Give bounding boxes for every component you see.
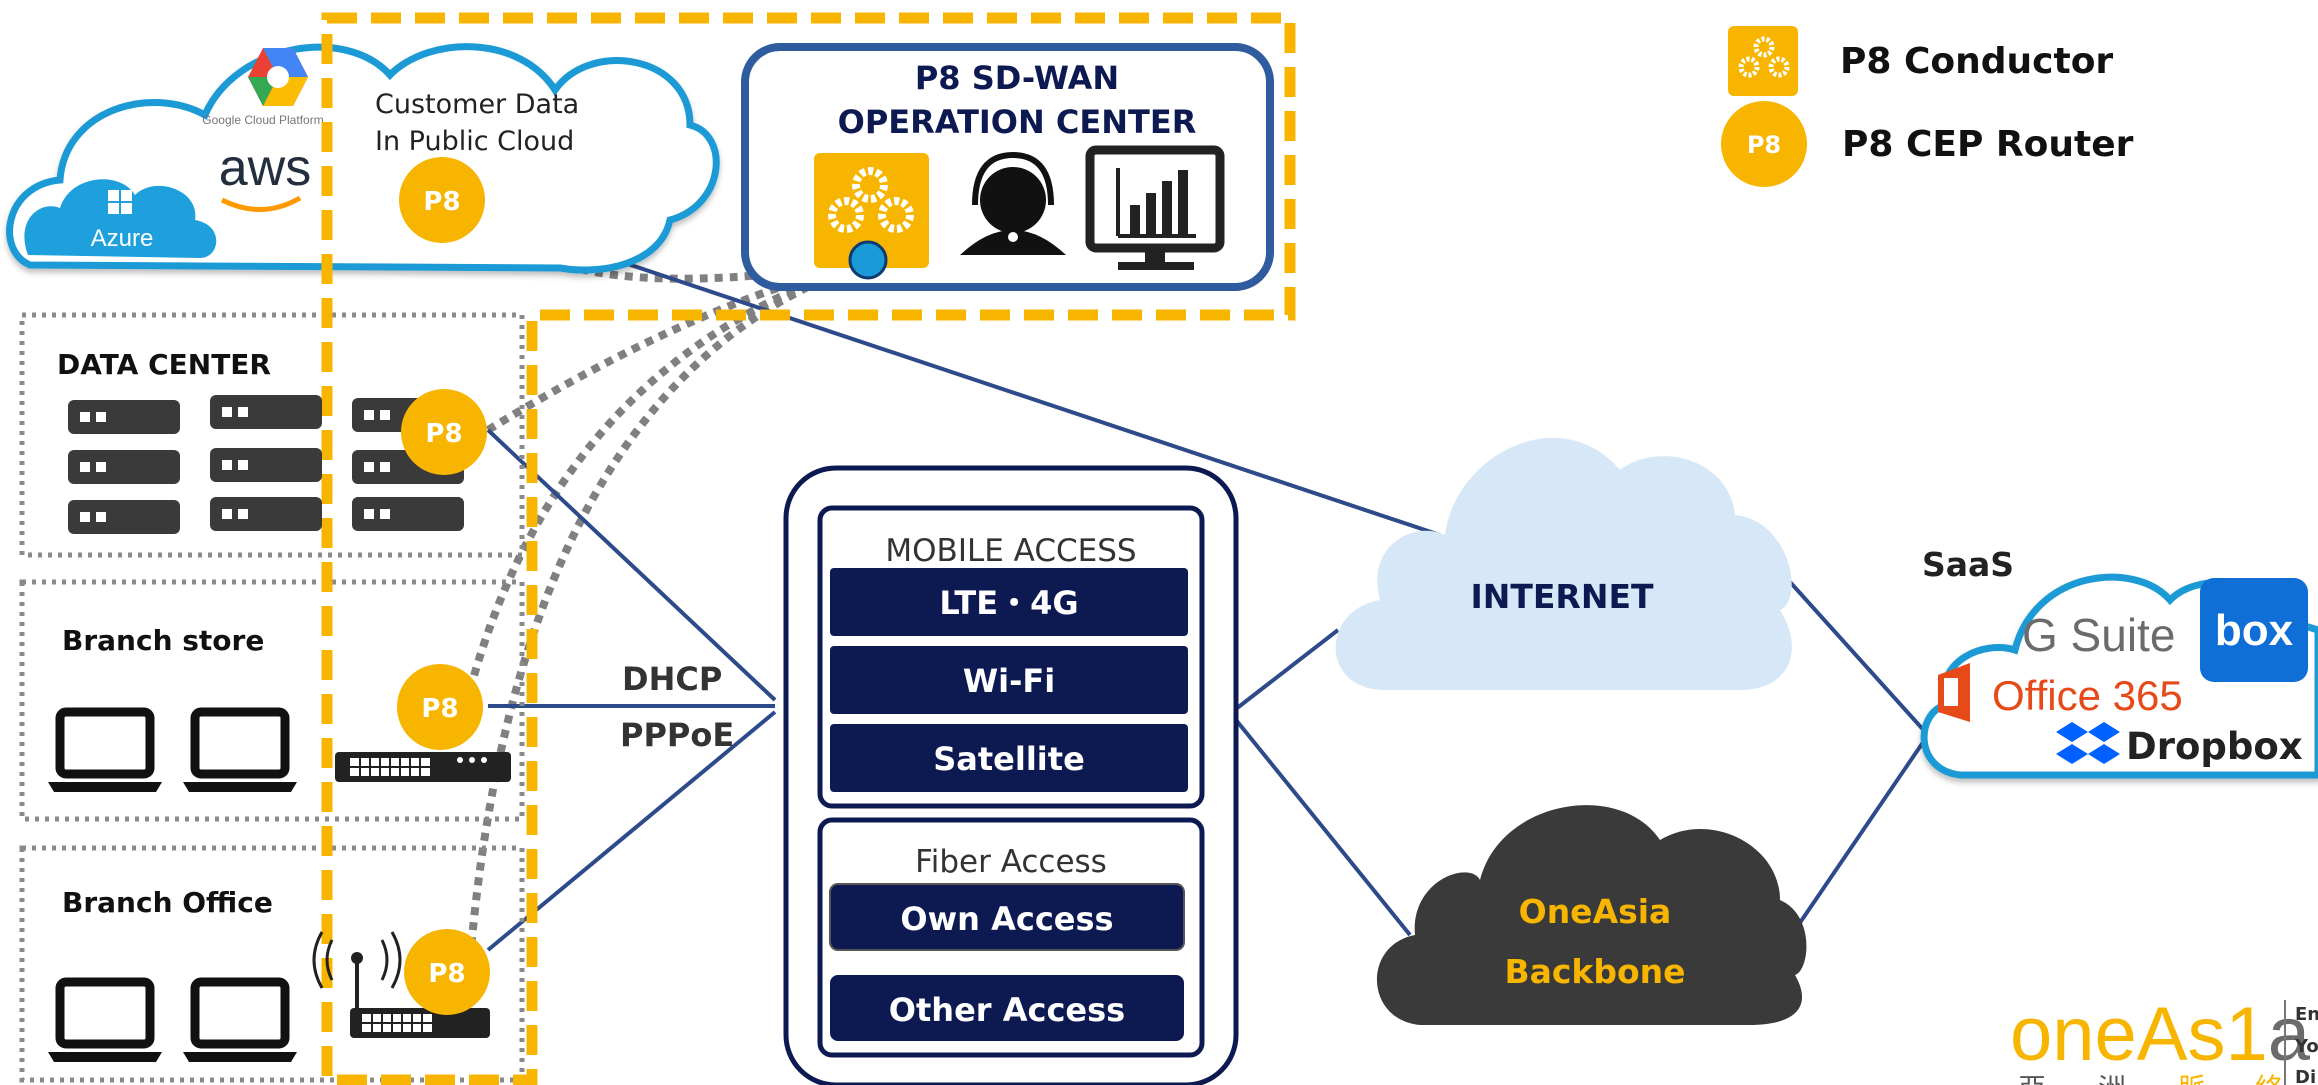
tagline-3: Di <box>2295 1067 2316 1085</box>
link-access-internet <box>1230 628 1340 714</box>
internet-label: INTERNET <box>1470 577 1654 616</box>
router-legend-label: P8 CEP Router <box>1842 124 2134 165</box>
logo-cjk-4: 絡 <box>2255 1072 2283 1085</box>
link-internet-saas <box>1788 580 1930 737</box>
wireless-router-icon <box>312 931 490 1038</box>
branch-store-title: Branch store <box>62 624 264 657</box>
data-center-title: DATA CENTER <box>57 348 271 381</box>
backbone-cloud-shape <box>1376 805 1807 1025</box>
p8-router-cloud: P8 <box>399 157 485 243</box>
backbone-label-1: OneAsia <box>1519 892 1672 931</box>
backbone-cloud: OneAsia Backbone <box>1376 805 1807 1025</box>
tagline-2: Yo <box>2294 1036 2318 1057</box>
fiber-access-item: Own Access <box>829 883 1185 951</box>
branch-office: Branch Office <box>48 886 490 1062</box>
branch-office-title: Branch Office <box>62 886 273 919</box>
svg-text:Wi-Fi: Wi-Fi <box>963 662 1055 700</box>
branch-office-box <box>19 845 525 1083</box>
p8-router-branch-office: P8 <box>404 929 490 1015</box>
logo-part-3: a <box>2268 992 2311 1077</box>
p8-router-branch-store: P8 <box>397 664 483 750</box>
branch-store: Branch store <box>48 624 511 792</box>
datacenter-box <box>19 312 525 558</box>
internet-cloud-shape <box>1335 437 1792 690</box>
p8-routers: P8 P8 P8 P8 <box>397 157 490 1015</box>
mobile-access-item: Satellite <box>830 724 1188 792</box>
fiber-access-item: Other Access <box>830 975 1184 1041</box>
dropbox-icon <box>2056 722 2120 764</box>
dhcp-label: DHCP <box>622 660 722 698</box>
gears-icon <box>814 153 929 268</box>
conductor-link-datacenter <box>485 258 869 434</box>
fiber-access-title: Fiber Access <box>915 844 1107 880</box>
svg-text:box: box <box>2215 606 2294 655</box>
azure-label: Azure <box>91 225 154 252</box>
link-cloud-internet <box>489 216 1441 537</box>
logo-part-1: oneAs <box>2010 992 2226 1077</box>
branch-store-box <box>19 579 525 822</box>
logo-part-2: 1 <box>2226 992 2268 1077</box>
mobile-access-item: Wi-Fi <box>830 646 1188 714</box>
google-cloud-label: Google Cloud Platform <box>202 113 323 127</box>
link-backbone-saas <box>1793 733 1930 932</box>
aws-smile-icon <box>220 195 302 212</box>
svg-text:P8: P8 <box>425 419 462 449</box>
conductor-legend-label: P8 Conductor <box>1840 41 2113 82</box>
mobile-access-item: LTE・4G <box>830 568 1188 636</box>
conductor-legend-icon <box>1728 26 1798 96</box>
internet-cloud: INTERNET <box>1335 437 1792 690</box>
svg-text:oneAs1a: oneAs1a <box>2010 992 2311 1077</box>
legend: P8 Conductor P8 P8 CEP Router <box>1721 26 2134 187</box>
dropbox-logo: Dropbox <box>2126 725 2303 768</box>
operation-center: P8 SD-WAN OPERATION CENTER <box>741 43 1274 291</box>
laptop-icon <box>183 707 297 792</box>
operation-center-title-2: OPERATION CENTER <box>838 103 1197 141</box>
support-agent-icon <box>960 151 1066 255</box>
conductor-link-branch-store <box>466 258 870 692</box>
router-legend-icon: P8 <box>1721 101 1807 187</box>
laptop-icon <box>48 707 162 792</box>
svg-text:P8: P8 <box>1747 131 1781 159</box>
aws-logo: aws <box>219 139 311 197</box>
box-logo: box <box>2200 578 2308 682</box>
p8-router-datacenter: P8 <box>401 389 487 475</box>
svg-text:Other Access: Other Access <box>889 991 1125 1029</box>
logo-cjk-1: 亞 <box>2018 1072 2046 1085</box>
svg-text:Own Access: Own Access <box>900 900 1113 938</box>
logo-cjk-3: 脈 <box>2178 1072 2206 1085</box>
office365-logo: Office 365 <box>1992 672 2183 719</box>
svg-text:P8: P8 <box>423 187 460 217</box>
wan-links <box>486 216 1930 952</box>
saas-cloud: SaaS G Suite box Office 365 Dropbox <box>1920 545 2318 779</box>
svg-text:P8: P8 <box>421 694 458 724</box>
svg-text:LTE・4G: LTE・4G <box>939 584 1078 622</box>
logo-cjk-2: 洲 <box>2098 1072 2126 1085</box>
conductor-link-branch-office <box>466 258 870 961</box>
router-device-icon <box>335 752 511 782</box>
monitor-chart-icon <box>1085 145 1225 270</box>
laptop-icon <box>183 977 297 1062</box>
saas-title: SaaS <box>1922 545 2014 584</box>
public-cloud-title-1: Customer Data <box>375 89 579 120</box>
access-panel: MOBILE ACCESS LTE・4G Wi-Fi Satellite Fib… <box>783 465 1239 1085</box>
public-cloud: Azure Google Cloud Platform aws Customer… <box>6 43 720 274</box>
windows-icon <box>108 190 132 214</box>
backbone-label-2: Backbone <box>1504 952 1685 991</box>
svg-text:P8: P8 <box>428 959 465 989</box>
operation-center-title-1: P8 SD-WAN <box>915 59 1119 97</box>
link-access-backbone <box>1230 713 1412 937</box>
oneasia-logo: oneAs1a 亞 洲 脈 絡 En Yo Di <box>2010 992 2318 1085</box>
tagline-1: En <box>2295 1004 2318 1025</box>
public-cloud-title-2: In Public Cloud <box>375 126 574 157</box>
svg-text:Satellite: Satellite <box>933 740 1085 778</box>
conductor-node <box>848 240 888 280</box>
mobile-access-title: MOBILE ACCESS <box>885 533 1136 569</box>
azure-cloud-icon <box>24 179 217 258</box>
gsuite-logo: G Suite <box>2022 609 2175 661</box>
pppoe-label: PPPoE <box>620 716 734 754</box>
site-boxes <box>19 312 525 1083</box>
laptop-icon <box>48 977 162 1062</box>
office365-icon <box>1938 663 1970 722</box>
